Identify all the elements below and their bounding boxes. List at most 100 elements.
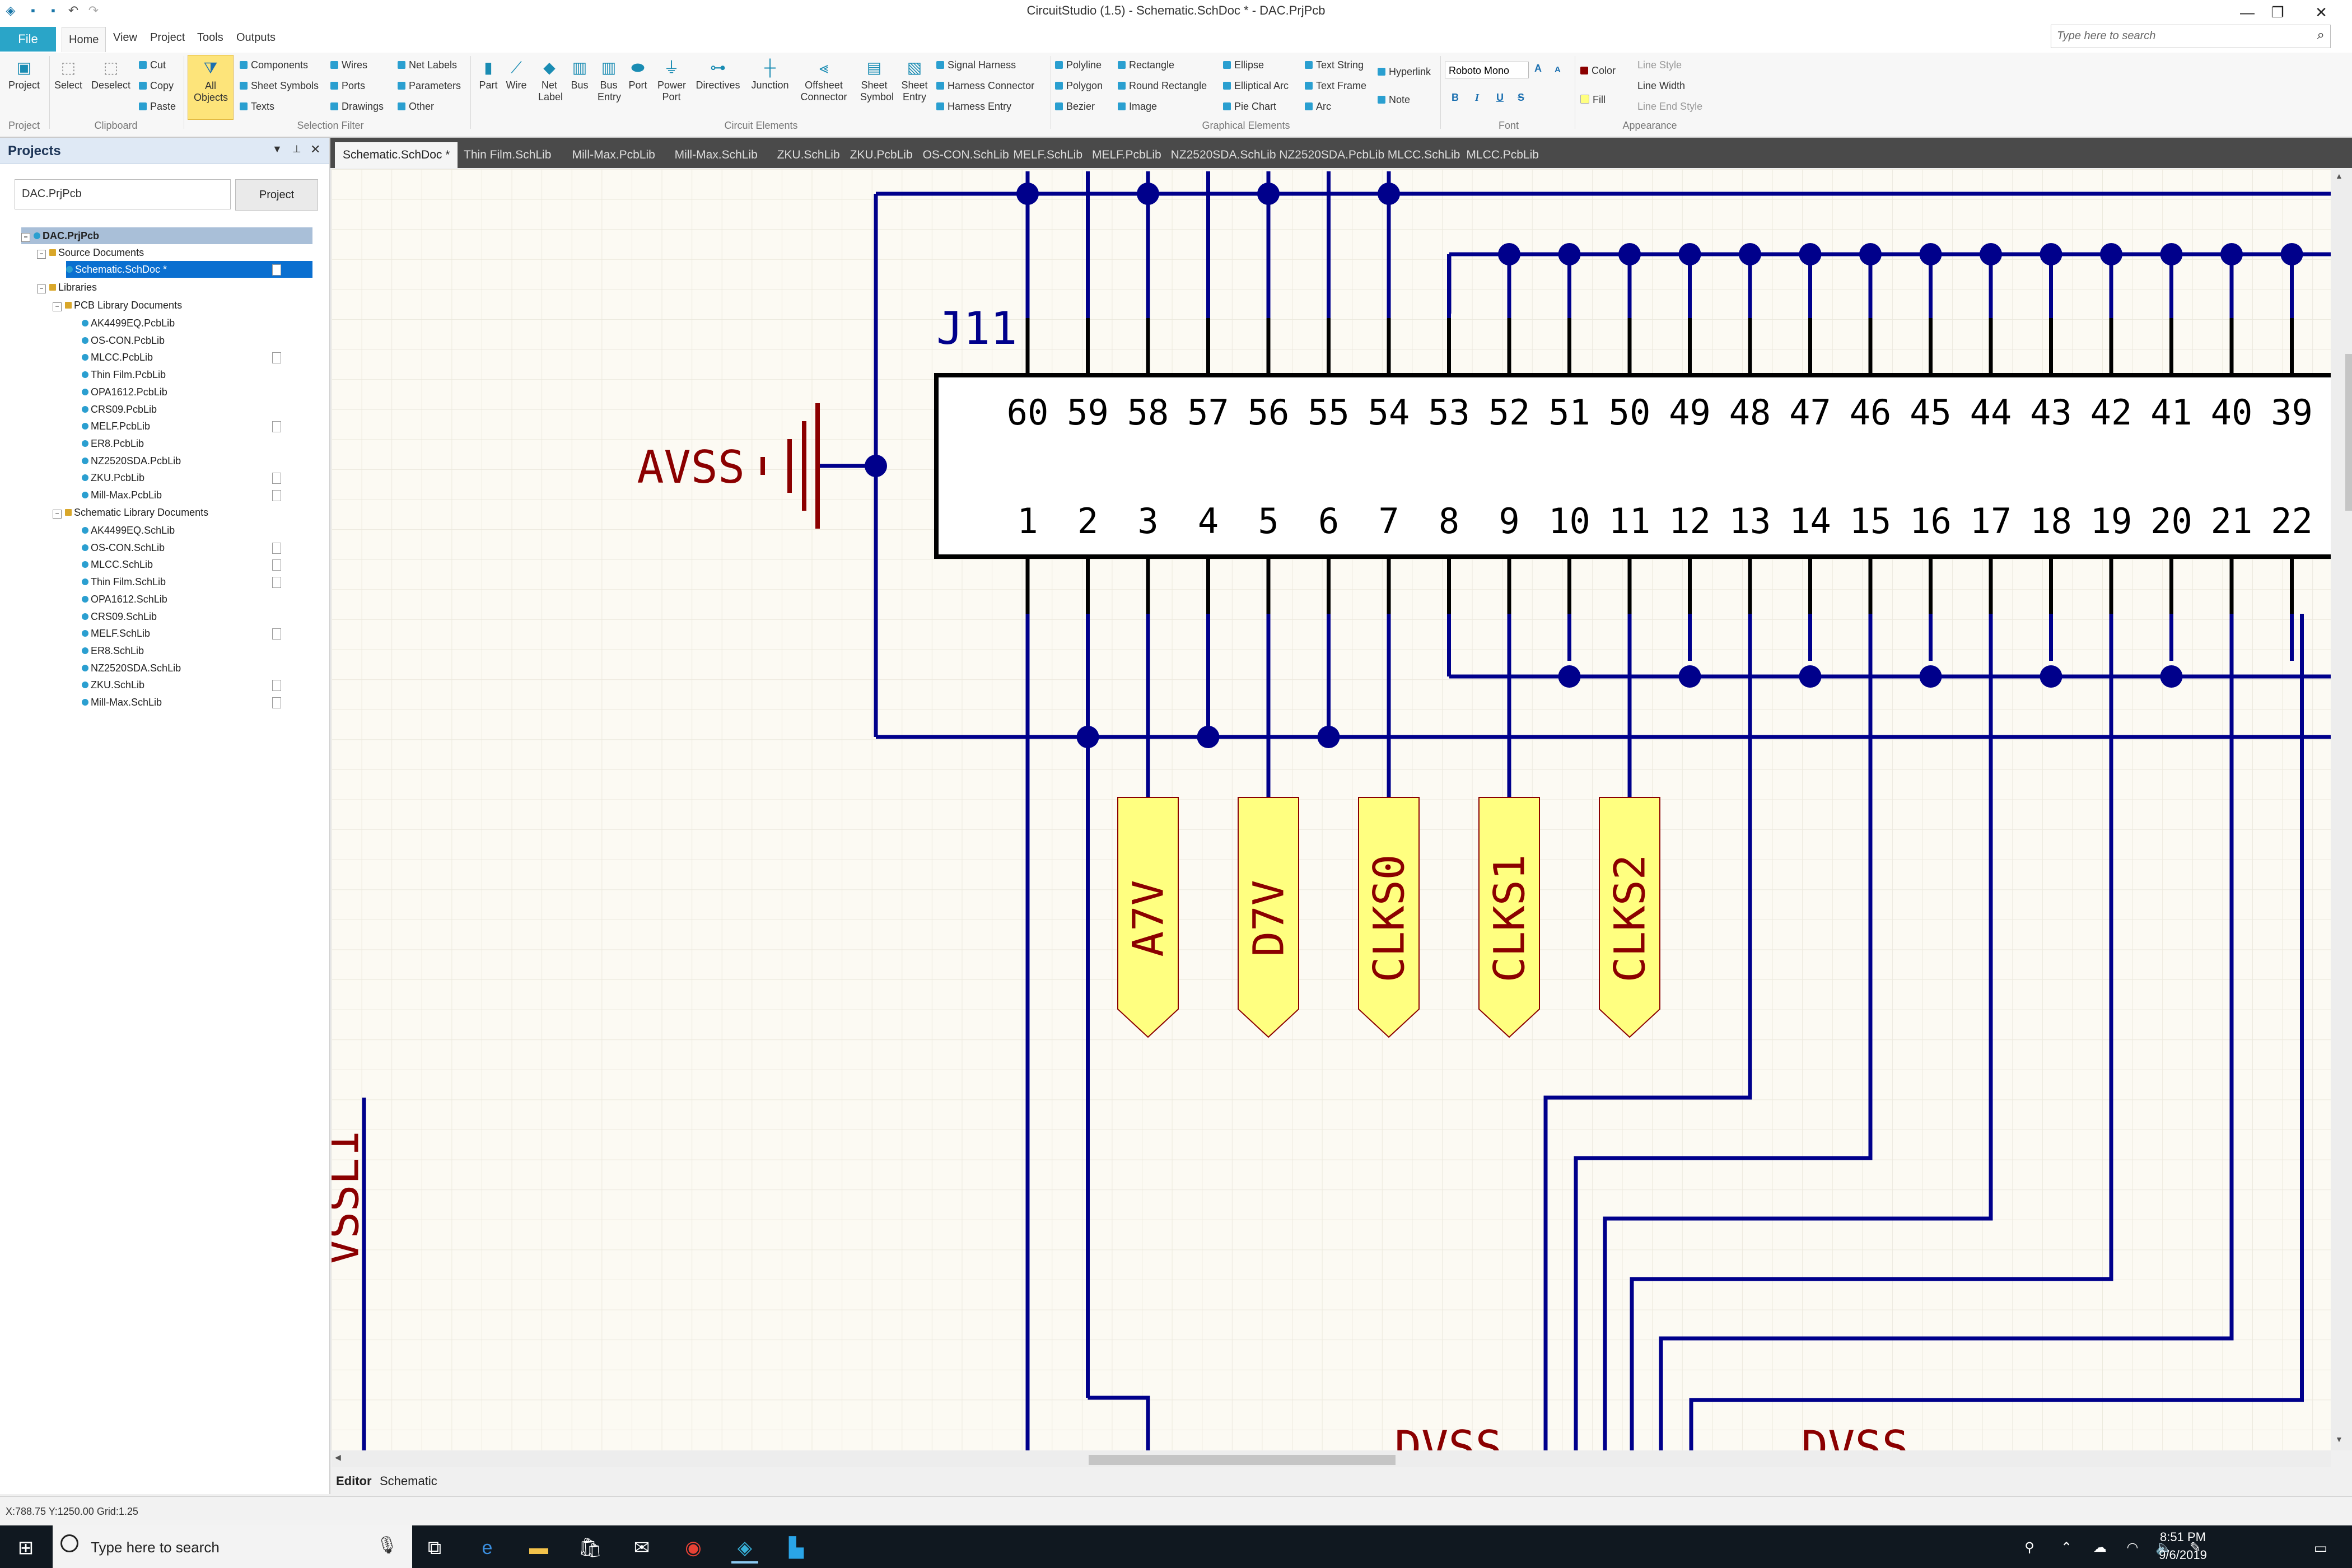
- text-frame-button[interactable]: Text Frame: [1305, 80, 1366, 92]
- wire-button[interactable]: ⟋Wire: [502, 58, 531, 91]
- pin-number-top[interactable]: 59: [1067, 392, 1109, 433]
- tree-item-library[interactable]: ZKU.SchLib: [82, 676, 144, 693]
- tree-root-project[interactable]: −DAC.PrjPcb: [21, 227, 312, 244]
- pin-number-top[interactable]: 50: [1609, 392, 1651, 433]
- junction-dot[interactable]: [2040, 243, 2062, 265]
- pin-number-bottom[interactable]: 18: [2030, 501, 2072, 542]
- pin-number-top[interactable]: 46: [1850, 392, 1892, 433]
- project-menu-button[interactable]: Project: [235, 179, 318, 211]
- tray-chevron-icon[interactable]: ⌃: [2060, 1540, 2073, 1555]
- document-tab[interactable]: ZKU.SchLib: [777, 148, 840, 161]
- select-button[interactable]: ⬚ Select: [52, 58, 85, 91]
- pin-number-top[interactable]: 58: [1127, 392, 1169, 433]
- power-port-button[interactable]: ⏚Power Port: [653, 58, 690, 103]
- document-tab[interactable]: ZKU.PcbLib: [850, 148, 913, 161]
- collapse-icon[interactable]: −: [21, 233, 30, 242]
- redo-icon[interactable]: ↷: [88, 3, 99, 17]
- chrome-icon[interactable]: ◉: [685, 1537, 702, 1558]
- junction-dot[interactable]: [1016, 183, 1039, 205]
- app-taskbar-icon[interactable]: ▙: [788, 1537, 804, 1558]
- pin-number-top[interactable]: 56: [1248, 392, 1290, 433]
- bold-button[interactable]: B: [1452, 92, 1459, 103]
- tree-item-library[interactable]: MELF.PcbLib: [82, 418, 150, 435]
- collapse-icon[interactable]: −: [53, 302, 62, 311]
- pin-number-top[interactable]: 60: [1007, 392, 1049, 433]
- bus-entry-button[interactable]: ▥Bus Entry: [594, 58, 624, 103]
- junction-dot[interactable]: [1678, 243, 1701, 265]
- document-tab[interactable]: Mill-Max.SchLib: [674, 148, 758, 161]
- junction-dot[interactable]: [2160, 243, 2183, 265]
- pin-number-bottom[interactable]: 20: [2150, 501, 2192, 542]
- junction-dot[interactable]: [2160, 665, 2183, 688]
- pin-number-top[interactable]: 45: [1910, 392, 1952, 433]
- pin-number-top[interactable]: 49: [1669, 392, 1711, 433]
- collapse-icon[interactable]: −: [53, 510, 62, 519]
- vertical-scrollbar[interactable]: ▲ ▼: [2331, 169, 2352, 1450]
- pin-number-bottom[interactable]: 3: [1137, 501, 1158, 542]
- bus-button[interactable]: ▥Bus: [566, 58, 594, 91]
- undo-icon[interactable]: ↶: [68, 3, 79, 17]
- taskbar-search-box[interactable]: Type here to search 🎙: [53, 1525, 412, 1568]
- hyperlink-button[interactable]: Hyperlink: [1378, 66, 1431, 78]
- volume-icon[interactable]: 🔈: [2155, 1540, 2172, 1555]
- junction-dot[interactable]: [1558, 665, 1581, 688]
- pin-number-bottom[interactable]: 13: [1729, 501, 1771, 542]
- tree-item-schematic[interactable]: Schematic.SchDoc *: [66, 261, 312, 278]
- search-icon[interactable]: ⌕: [2317, 27, 2325, 43]
- underline-button[interactable]: U: [1496, 92, 1504, 103]
- tree-pcb-library-documents[interactable]: −PCB Library Documents: [53, 297, 182, 314]
- signal-harness-button[interactable]: Signal Harness: [936, 59, 1016, 71]
- junction-dot[interactable]: [1618, 243, 1641, 265]
- clock-date[interactable]: 9/6/2019: [2159, 1548, 2207, 1562]
- pin-number-bottom[interactable]: 22: [2271, 501, 2313, 542]
- pin-number-bottom[interactable]: 19: [2090, 501, 2132, 542]
- tree-item-library[interactable]: ZKU.PcbLib: [82, 469, 144, 486]
- pin-number-top[interactable]: 55: [1308, 392, 1350, 433]
- notifications-icon[interactable]: ▭: [2313, 1539, 2328, 1556]
- junction-button[interactable]: ┼Junction: [745, 58, 795, 91]
- junction-dot[interactable]: [1197, 726, 1220, 748]
- wire[interactable]: [1088, 1396, 1150, 1450]
- wifi-icon[interactable]: ◠: [2126, 1540, 2139, 1555]
- bezier-button[interactable]: Bezier: [1055, 101, 1095, 113]
- scroll-down-icon[interactable]: ▼: [2335, 1435, 2343, 1444]
- round-rectangle-button[interactable]: Round Rectangle: [1118, 80, 1207, 92]
- clock-time[interactable]: 8:51 PM: [2160, 1530, 2206, 1544]
- junction-dot[interactable]: [2220, 243, 2243, 265]
- file-explorer-icon[interactable]: ▬: [529, 1537, 548, 1558]
- vertical-scroll-thumb[interactable]: [2345, 354, 2352, 511]
- document-tab[interactable]: MLCC.SchLib: [1387, 148, 1460, 161]
- document-tab[interactable]: MLCC.PcbLib: [1466, 148, 1539, 161]
- pin-number-bottom[interactable]: 8: [1439, 501, 1459, 542]
- wire[interactable]: [1543, 614, 1752, 1450]
- tab-schematic-active[interactable]: Schematic.SchDoc *: [335, 142, 458, 168]
- save-all-icon[interactable]: ▪: [51, 3, 55, 17]
- menu-project[interactable]: Project: [150, 31, 185, 44]
- connector-body[interactable]: [934, 373, 2331, 559]
- net-label-dvss[interactable]: DVSS: [1394, 1421, 1502, 1450]
- tree-item-library[interactable]: CRS09.PcbLib: [82, 401, 157, 418]
- cut-button[interactable]: Cut: [139, 59, 166, 71]
- windows-start-icon[interactable]: ⊞: [17, 1537, 34, 1558]
- note-button[interactable]: Note: [1378, 94, 1410, 106]
- port-label-clks0[interactable]: CLKS0: [1364, 855, 1414, 983]
- editor-tab[interactable]: Editor: [336, 1474, 372, 1488]
- app-logo-icon[interactable]: ◈: [6, 3, 16, 17]
- task-view-icon[interactable]: ⧉: [427, 1537, 442, 1558]
- file-menu-button[interactable]: File: [0, 27, 56, 52]
- restore-button[interactable]: ❐: [2271, 4, 2284, 21]
- line-style-button[interactable]: Line Style: [1637, 59, 1682, 71]
- junction-dot[interactable]: [1076, 726, 1099, 748]
- pin-number-bottom[interactable]: 15: [1850, 501, 1892, 542]
- pin-number-bottom[interactable]: 12: [1669, 501, 1711, 542]
- document-tab[interactable]: OS-CON.SchLib: [922, 148, 1009, 161]
- junction-dot[interactable]: [2040, 665, 2062, 688]
- store-icon[interactable]: 🛍: [578, 1537, 603, 1558]
- strikethrough-button[interactable]: S: [1518, 92, 1525, 103]
- pin-number-top[interactable]: 51: [1548, 392, 1590, 433]
- junction-dot[interactable]: [1558, 243, 1581, 265]
- horizontal-scroll-thumb[interactable]: [1089, 1455, 1396, 1465]
- pin-number-bottom[interactable]: 14: [1789, 501, 1831, 542]
- menu-home[interactable]: Home: [62, 27, 106, 52]
